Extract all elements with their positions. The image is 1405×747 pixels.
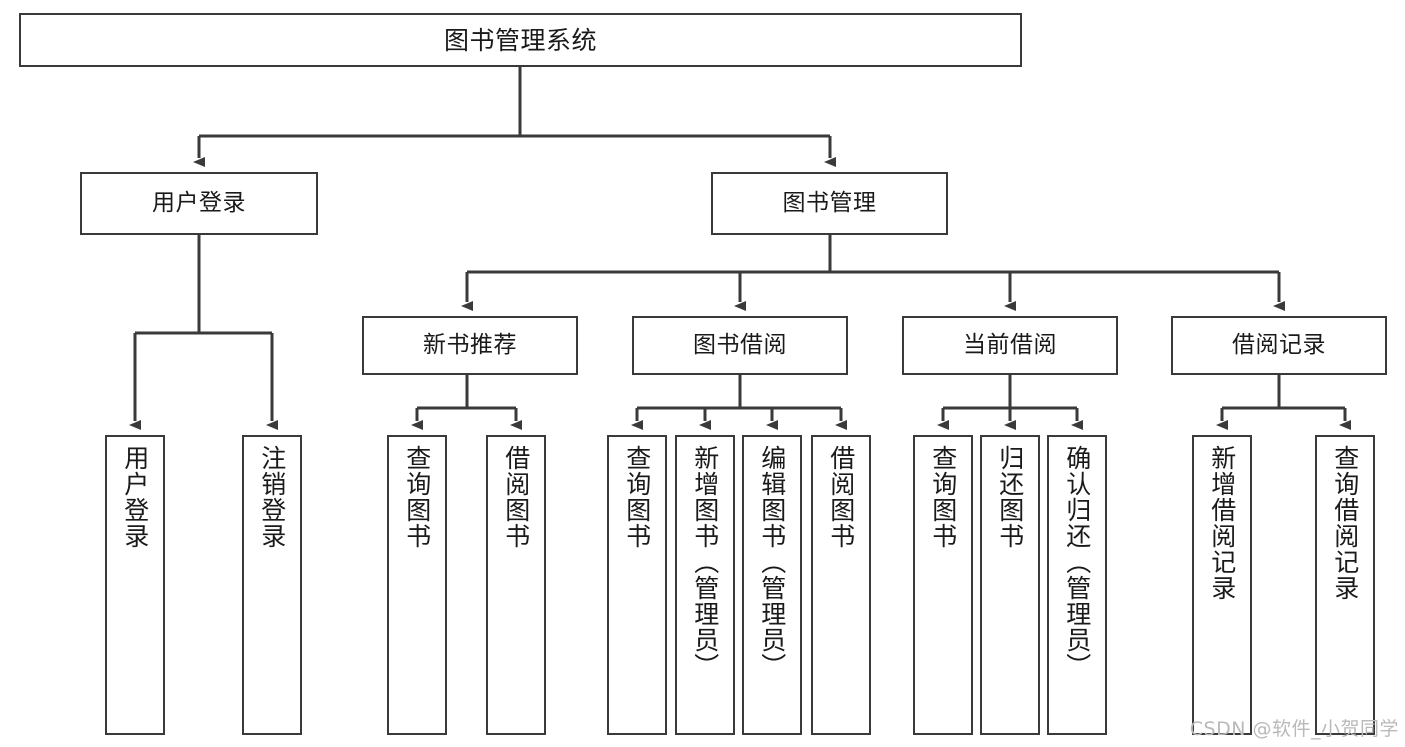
node-label: 查询图书 <box>928 445 958 549</box>
node-label: 图书管理系统 <box>443 25 597 55</box>
node-label: 图书借阅 <box>693 332 787 359</box>
node-current-borrow[interactable]: 当前借阅 <box>902 316 1118 375</box>
node-label: 借阅图书 <box>826 445 856 549</box>
leaf-current-borrow-confirm-return[interactable]: 确认归还（管理员） <box>1047 435 1107 735</box>
node-user-login[interactable]: 用户登录 <box>80 172 318 235</box>
node-book-borrow[interactable]: 图书借阅 <box>632 316 848 375</box>
node-label: 用户登录 <box>120 445 150 549</box>
node-label: 当前借阅 <box>963 332 1057 359</box>
leaf-borrow-record-query-record[interactable]: 查询借阅记录 <box>1315 435 1375 735</box>
node-borrow-record[interactable]: 借阅记录 <box>1171 316 1387 375</box>
leaf-new-book-borrow-book[interactable]: 借阅图书 <box>486 435 546 735</box>
node-label: 借阅记录 <box>1232 332 1326 359</box>
csdn-watermark: CSDN @软件_小贺同学 <box>1189 718 1399 740</box>
node-label: 新增图书（管理员） <box>690 445 720 679</box>
node-label: 新书推荐 <box>423 332 517 359</box>
leaf-book-borrow-edit-book[interactable]: 编辑图书（管理员） <box>742 435 802 735</box>
node-label: 借阅图书 <box>501 445 531 549</box>
node-label: 查询图书 <box>402 445 432 549</box>
node-label: 编辑图书（管理员） <box>757 445 787 679</box>
leaf-user-login-login[interactable]: 用户登录 <box>105 435 165 735</box>
node-label: 注销登录 <box>257 445 287 549</box>
node-label: 归还图书 <box>995 445 1025 549</box>
leaf-user-login-logout[interactable]: 注销登录 <box>242 435 302 735</box>
node-label: 查询借阅记录 <box>1330 445 1360 601</box>
leaf-book-borrow-add-book[interactable]: 新增图书（管理员） <box>675 435 735 735</box>
node-root-system[interactable]: 图书管理系统 <box>19 13 1022 67</box>
node-label: 用户登录 <box>152 190 246 217</box>
node-label: 查询图书 <box>622 445 652 549</box>
node-label: 新增借阅记录 <box>1207 445 1237 601</box>
leaf-book-borrow-query-book[interactable]: 查询图书 <box>607 435 667 735</box>
node-label: 确认归还（管理员） <box>1062 445 1092 679</box>
node-label: 图书管理 <box>782 190 877 217</box>
leaf-new-book-query-book[interactable]: 查询图书 <box>387 435 447 735</box>
leaf-current-borrow-query-book[interactable]: 查询图书 <box>913 435 973 735</box>
node-book-management[interactable]: 图书管理 <box>711 172 948 235</box>
leaf-current-borrow-return-book[interactable]: 归还图书 <box>980 435 1040 735</box>
node-new-book-recommend[interactable]: 新书推荐 <box>362 316 578 375</box>
leaf-borrow-record-add-record[interactable]: 新增借阅记录 <box>1192 435 1252 735</box>
leaf-book-borrow-borrow-book[interactable]: 借阅图书 <box>811 435 871 735</box>
